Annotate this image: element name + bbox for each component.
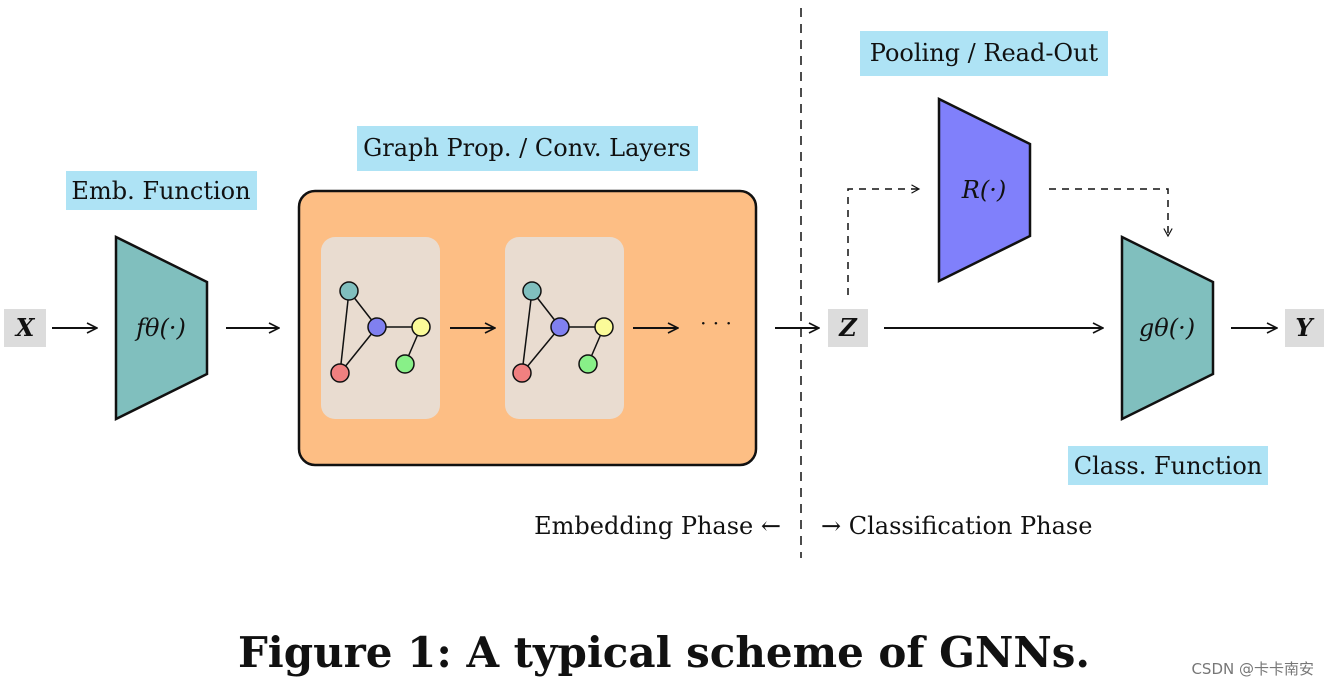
f-theta-symbol: fθ(·) bbox=[134, 314, 186, 342]
figure-caption: Figure 1: A typical scheme of GNNs. bbox=[238, 628, 1090, 677]
pooling-label-bg bbox=[860, 31, 1108, 76]
class-function-label-bg bbox=[1068, 446, 1268, 485]
graph-node bbox=[339, 281, 359, 301]
graph-node bbox=[522, 281, 542, 301]
classification-function-trapezoid bbox=[1120, 234, 1215, 422]
graph-node bbox=[411, 317, 431, 337]
y-output-box bbox=[1285, 309, 1324, 347]
graph-icon-1 bbox=[330, 281, 431, 383]
dashed-arrow-r-to-g bbox=[1049, 188, 1173, 238]
graph-icon-2 bbox=[512, 281, 614, 383]
emb-function-label-bg bbox=[66, 171, 257, 210]
watermark: CSDN @卡卡南安 bbox=[1191, 660, 1314, 678]
z-box bbox=[828, 309, 868, 347]
embedding-function-trapezoid bbox=[114, 234, 209, 422]
graph-node bbox=[395, 354, 415, 374]
z-symbol: Z bbox=[838, 313, 858, 342]
r-symbol: R(·) bbox=[961, 176, 1006, 204]
class-function-label: Class. Function bbox=[1074, 452, 1262, 480]
graph-node bbox=[367, 317, 387, 337]
graph-node bbox=[550, 317, 570, 337]
graph-node bbox=[330, 363, 350, 383]
graph-prop-label: Graph Prop. / Conv. Layers bbox=[363, 134, 691, 162]
emb-function-label: Emb. Function bbox=[71, 177, 250, 205]
x-input-symbol: X bbox=[14, 313, 36, 342]
readout-trapezoid bbox=[937, 96, 1032, 284]
y-output-symbol: Y bbox=[1295, 313, 1315, 342]
graph-node bbox=[578, 354, 598, 374]
x-input-box bbox=[4, 309, 46, 347]
embedding-phase-label: Embedding Phase ← bbox=[534, 512, 781, 540]
pooling-label: Pooling / Read-Out bbox=[870, 39, 1099, 67]
dashed-arrow-z-to-r bbox=[847, 184, 921, 295]
g-theta-symbol: gθ(·) bbox=[1139, 314, 1195, 342]
layers-ellipsis: · · · bbox=[700, 311, 732, 335]
classification-phase-label: → Classification Phase bbox=[821, 512, 1092, 540]
graph-node bbox=[512, 363, 532, 383]
graph-node bbox=[594, 317, 614, 337]
graph-prop-label-bg bbox=[357, 126, 698, 171]
